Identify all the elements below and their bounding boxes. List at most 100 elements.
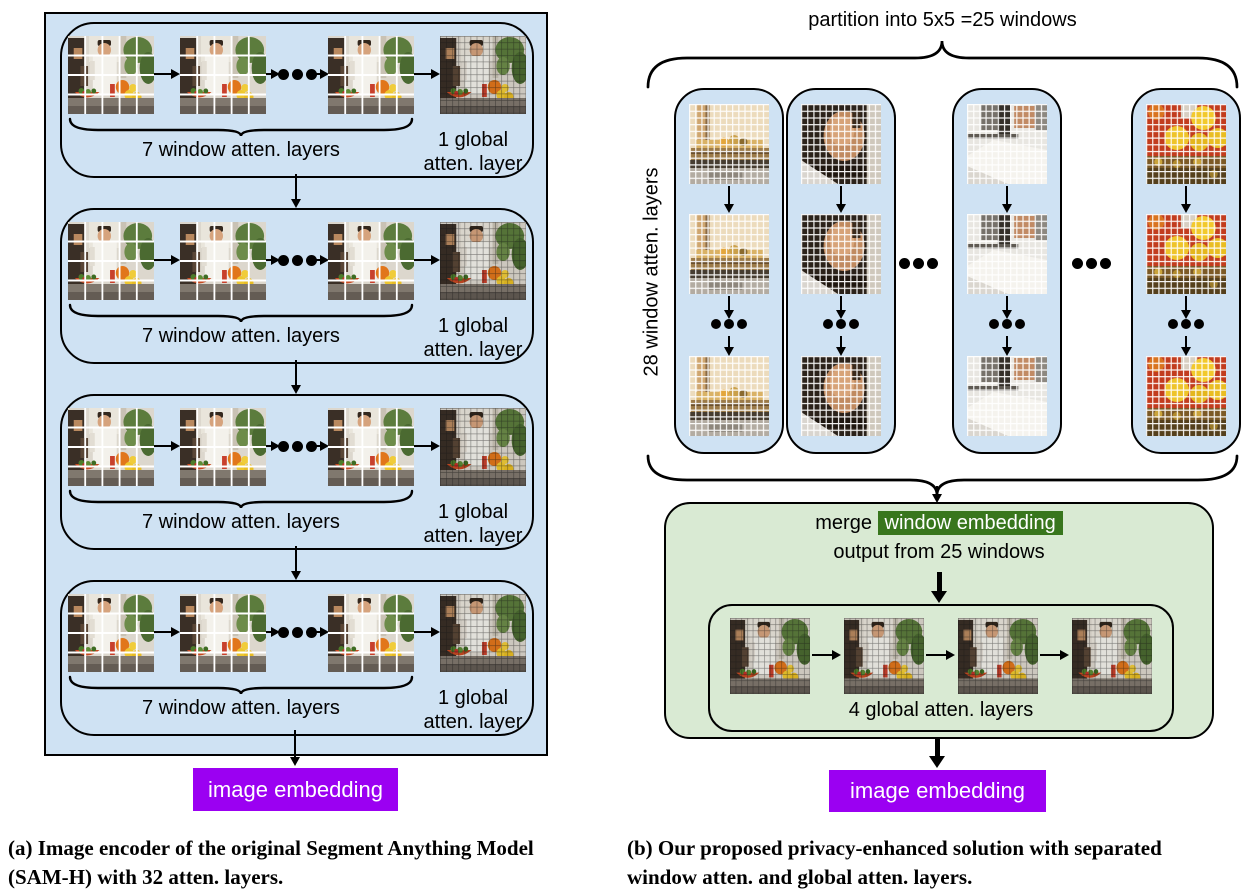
side-label-window-layers: 28 window atten. layers (640, 167, 663, 377)
arrow-right-icon (414, 631, 431, 634)
ellipsis-dots-icon (899, 258, 938, 269)
arrow-right-icon (316, 631, 320, 634)
under-brace-icon (646, 454, 1239, 496)
arrow-right-icon (812, 654, 832, 657)
merge-global-box: merge window embedding output from 25 wi… (664, 502, 1214, 739)
ellipsis-dots-icon (989, 319, 1025, 329)
sam-encoder-panel: 7 window atten. layers 1 global atten. l… (44, 12, 548, 756)
window-column-3 (952, 88, 1062, 454)
window-layers-label: 7 window atten. layers (142, 139, 340, 161)
arrow-down-icon (728, 186, 731, 204)
arrow-down-icon (1006, 296, 1009, 310)
window-patch-image (689, 356, 769, 436)
arrow-down-icon (1006, 186, 1009, 204)
merge-label-line2: output from 25 windows (833, 541, 1045, 563)
image-embedding-box-b: image embedding (829, 770, 1046, 812)
arrow-right-icon (1040, 654, 1060, 657)
window-patch-image (689, 104, 769, 184)
arrow-down-icon (295, 546, 298, 571)
window-atten-image (180, 36, 266, 114)
window-atten-image (180, 408, 266, 486)
ellipsis-dots-icon (278, 255, 317, 266)
arrow-down-icon (937, 572, 942, 592)
arrow-down-icon (840, 336, 843, 347)
arrow-right-icon (414, 445, 431, 448)
window-patch-image (1146, 356, 1226, 436)
atten-block-3: 7 window atten. layers 1 global atten. l… (60, 394, 534, 550)
ellipsis-dots-icon (278, 627, 317, 638)
atten-block-2: 7 window atten. layers 1 global atten. l… (60, 208, 534, 364)
window-atten-image (68, 408, 154, 486)
arrow-right-icon (414, 259, 431, 262)
window-atten-image (328, 36, 414, 114)
over-brace-icon (646, 40, 1239, 89)
atten-block-1: 7 window atten. layers 1 global atten. l… (60, 22, 534, 178)
arrow-right-icon (266, 631, 271, 634)
global-layer-label: 1 global atten. layer (423, 687, 523, 733)
ellipsis-dots-icon (711, 319, 747, 329)
under-brace-icon (68, 489, 414, 509)
arrow-right-icon (154, 445, 171, 448)
window-atten-image (328, 408, 414, 486)
arrow-right-icon (266, 259, 271, 262)
arrow-right-icon (154, 73, 171, 76)
window-patch-image (967, 214, 1047, 294)
partition-label: partition into 5x5 =25 windows (808, 9, 1077, 31)
under-brace-icon (68, 675, 414, 695)
global-atten-image (1072, 618, 1152, 694)
arrow-down-icon (728, 296, 731, 310)
global-atten-image (730, 618, 810, 694)
arrow-right-icon (926, 654, 946, 657)
window-patch-image (967, 356, 1047, 436)
window-column-2 (786, 88, 896, 454)
window-atten-image (328, 594, 414, 672)
global-atten-box: 4 global atten. layers (708, 604, 1174, 732)
arrow-down-icon (1185, 186, 1188, 204)
global-layer-label: 1 global atten. layer (423, 315, 523, 361)
global-layer-label: 1 global atten. layer (423, 129, 523, 175)
under-brace-icon (68, 303, 414, 323)
global-atten-image (440, 222, 526, 300)
global-atten-image (440, 36, 526, 114)
window-patch-image (801, 104, 881, 184)
atten-block-4: 7 window atten. layers 1 global atten. l… (60, 580, 534, 736)
arrow-right-icon (316, 259, 320, 262)
ellipsis-dots-icon (1072, 258, 1111, 269)
caption-a: (a) Image encoder of the original Segmen… (8, 836, 534, 889)
global-layer-label: 1 global atten. layer (423, 501, 523, 547)
window-patch-image (689, 214, 769, 294)
window-patch-image (801, 214, 881, 294)
arrow-right-icon (266, 73, 271, 76)
arrow-down-icon (936, 486, 939, 494)
arrow-down-icon (1185, 336, 1188, 347)
global-atten-image (844, 618, 924, 694)
window-layers-label: 7 window atten. layers (142, 511, 340, 533)
window-embedding-highlight: window embedding (877, 511, 1063, 535)
caption-b: (b) Our proposed privacy-enhanced soluti… (627, 836, 1162, 889)
arrow-right-icon (154, 259, 171, 262)
global-atten-image (440, 594, 526, 672)
window-atten-image (68, 36, 154, 114)
window-patch-image (801, 356, 881, 436)
under-brace-icon (68, 117, 414, 137)
arrow-down-icon (840, 296, 843, 310)
window-patch-image (1146, 214, 1226, 294)
ellipsis-dots-icon (1168, 319, 1204, 329)
window-column-4 (1131, 88, 1241, 454)
window-atten-image (180, 594, 266, 672)
window-atten-image (180, 222, 266, 300)
ellipsis-dots-icon (278, 441, 317, 452)
arrow-down-icon (295, 174, 298, 199)
ellipsis-dots-icon (823, 319, 859, 329)
window-patch-image (967, 104, 1047, 184)
arrow-down-icon (1185, 296, 1188, 310)
image-embedding-box-a: image embedding (193, 768, 398, 811)
global-atten-image (440, 408, 526, 486)
global-atten-image (958, 618, 1038, 694)
window-atten-image (68, 222, 154, 300)
merge-label-line1: merge window embedding (666, 511, 1212, 535)
arrow-down-icon (295, 360, 298, 385)
window-patch-image (1146, 104, 1226, 184)
window-column-1 (674, 88, 784, 454)
